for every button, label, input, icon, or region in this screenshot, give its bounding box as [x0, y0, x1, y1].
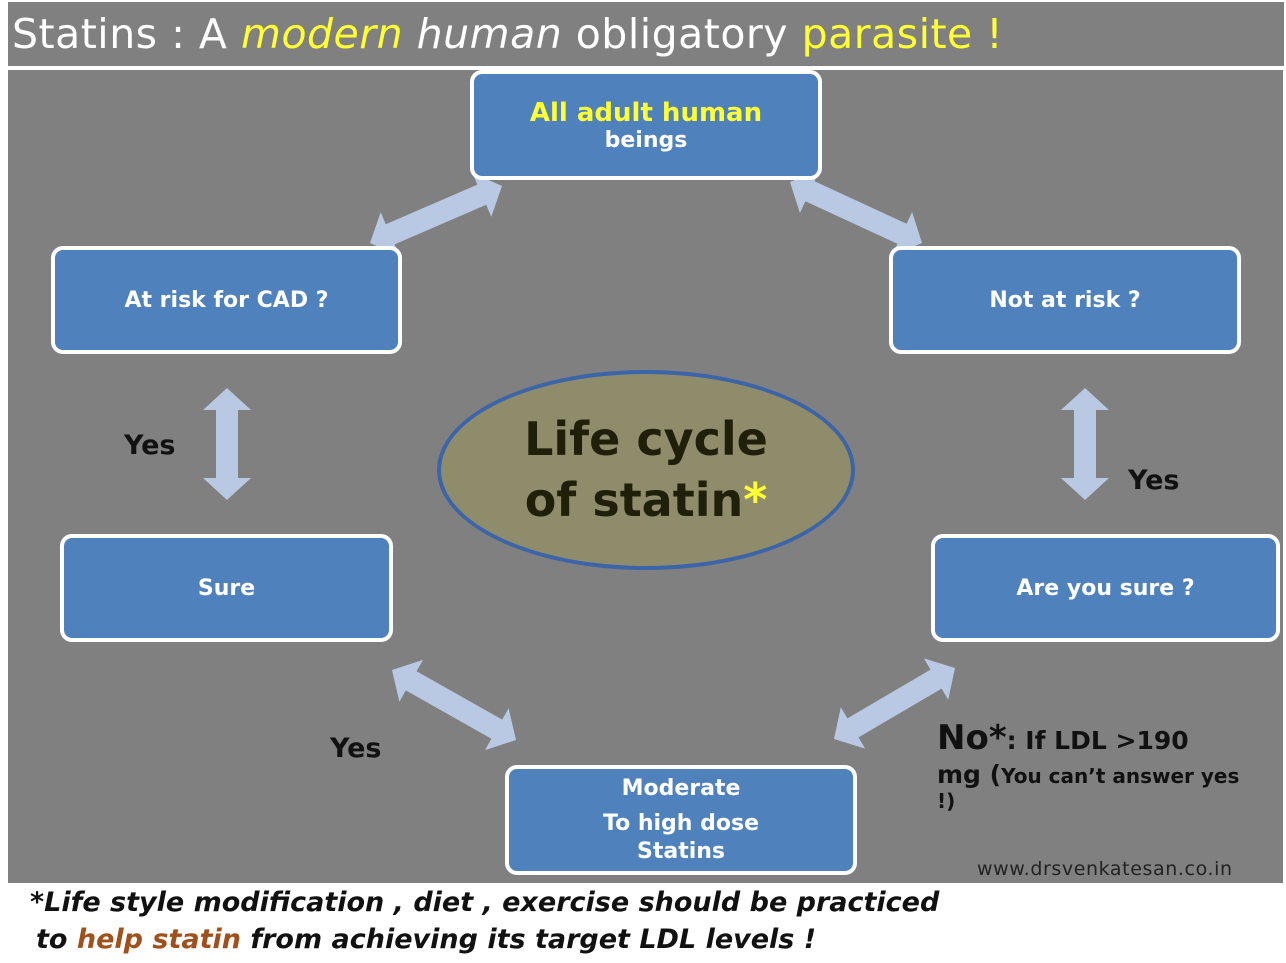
node-sure: Sure [60, 534, 393, 642]
slide-title: Statins : A modern human obligatory para… [12, 10, 1003, 58]
node-at-risk: At risk for CAD ? [51, 246, 402, 354]
node-are-you-sure: Are you sure ? [931, 534, 1280, 642]
note-unit: mg ( [937, 760, 1002, 789]
node-not-at-risk: Not at risk ? [889, 246, 1241, 354]
title-bar: Statins : A modern human obligatory para… [8, 2, 1284, 66]
note-no: No* [937, 718, 1007, 758]
node-text: Not at risk ? [989, 287, 1141, 313]
title-part: Statins : A [12, 10, 241, 58]
no-condition-note: No*: If LDL >190 mg (You can’t answer ye… [937, 718, 1257, 813]
note-condition: : If LDL >190 [1006, 726, 1189, 755]
footnote-line: *Life style modification , diet , exerci… [30, 887, 940, 918]
footnote: *Life style modification , diet , exerci… [30, 884, 939, 958]
arrow-aresure-to-statins-icon [834, 658, 955, 749]
node-text: All adult human [529, 97, 763, 128]
node-statins: Moderate To high dose Statins [505, 765, 857, 875]
title-human: human [403, 10, 563, 58]
arrow-sure-to-statins-icon [392, 659, 516, 751]
node-all-adults: All adult human beings [470, 70, 822, 180]
asterisk-icon: * [743, 473, 768, 527]
title-part: obligatory [562, 10, 802, 58]
node-text: Statins [636, 838, 726, 864]
center-text-line2: of statin* [525, 470, 768, 531]
footnote-text: from achieving its target LDL levels ! [240, 924, 817, 955]
node-text: To high dose [602, 811, 759, 837]
node-text: Are you sure ? [1016, 575, 1195, 601]
arrow-top-to-left-icon [370, 172, 502, 257]
center-text: Life cycle [524, 412, 768, 467]
edge-label-left: Yes [124, 430, 176, 461]
arrow-left-to-sure-icon [203, 388, 251, 500]
title-highlight-modern: modern [241, 10, 404, 58]
footnote-text: to [36, 924, 77, 955]
edge-label-right: Yes [1128, 465, 1180, 496]
arrow-right-to-aresure-icon [1061, 388, 1109, 500]
node-text: beings [604, 127, 688, 153]
arrow-top-to-right-icon [790, 169, 922, 256]
footnote-highlight: help statin [76, 924, 241, 955]
node-text: Moderate [621, 775, 741, 801]
center-ellipse: Life cycle of statin* [437, 370, 855, 570]
node-text: Sure [197, 575, 256, 601]
website-credit: www.drsvenkatesan.co.in [977, 858, 1233, 880]
note-aside: You can’t answer yes !) [937, 764, 1240, 813]
title-highlight-parasite: parasite ! [801, 10, 1004, 58]
center-text: of statin [524, 473, 744, 527]
node-text: At risk for CAD ? [124, 287, 329, 313]
edge-label-bottom-left: Yes [330, 733, 382, 764]
